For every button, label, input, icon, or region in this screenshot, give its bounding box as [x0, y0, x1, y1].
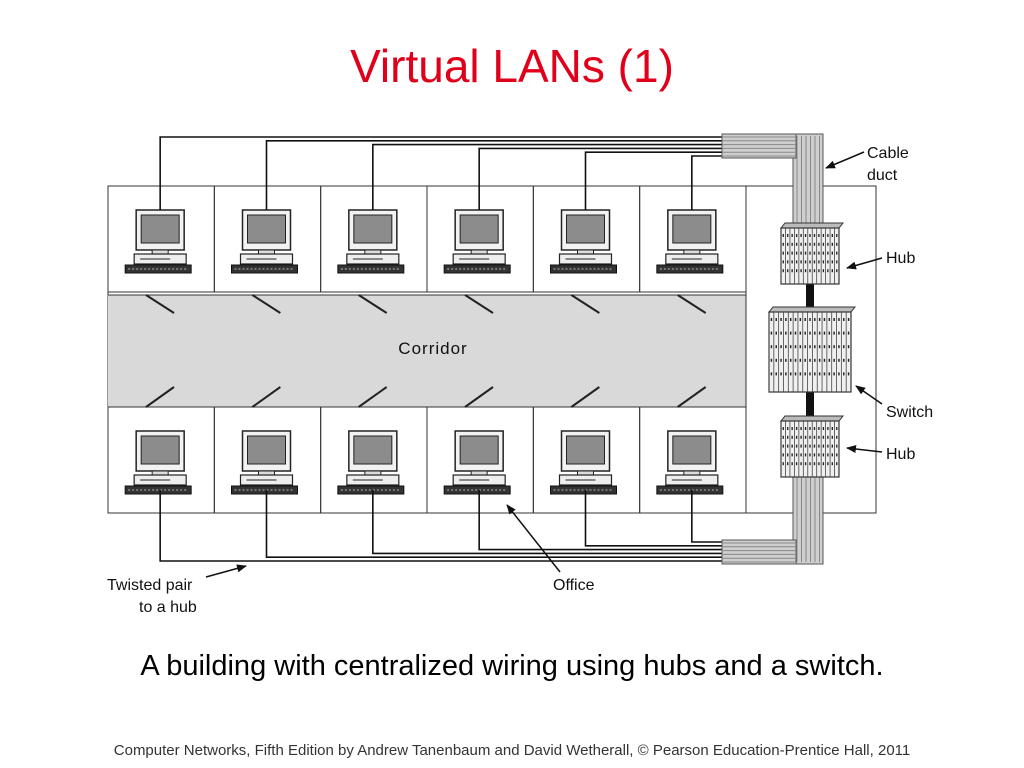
- slide-title: Virtual LANs (1): [350, 40, 674, 92]
- label-cable-duct-line1: Cable: [867, 145, 909, 162]
- label-twisted-pair-line1: Twisted pair: [107, 577, 193, 594]
- label-switch: Switch: [886, 404, 933, 421]
- callout-hub-top: Hub: [846, 250, 915, 270]
- callout-cable-duct: Cable duct: [825, 145, 909, 184]
- label-cable-duct-line2: duct: [867, 167, 898, 184]
- corridor: [108, 295, 746, 407]
- office-bottom-5: [532, 386, 641, 514]
- office-bottom-3: [320, 386, 428, 514]
- switch: [767, 306, 857, 393]
- office-bottom-6: [639, 386, 747, 514]
- slide-footer: Computer Networks, Fifth Edition by Andr…: [113, 742, 911, 759]
- slide-caption: A building with centralized wiring using…: [140, 650, 884, 682]
- office-top-1: [107, 185, 215, 314]
- callout-switch: Switch: [855, 385, 933, 421]
- office-top-2: [213, 185, 322, 314]
- label-office: Office: [553, 577, 595, 594]
- office-bottom-2: [213, 386, 322, 514]
- callout-office: Office: [506, 504, 595, 594]
- hub-top: [779, 222, 845, 285]
- hub-bottom: [779, 415, 845, 478]
- corridor-label: Corridor: [398, 339, 467, 358]
- office-top-3: [320, 185, 428, 314]
- label-twisted-pair-line2: to a hub: [139, 599, 197, 616]
- office-top-6: [639, 185, 747, 314]
- label-hub-top: Hub: [886, 250, 915, 267]
- offices: [107, 185, 747, 514]
- callout-hub-bottom: Hub: [846, 445, 915, 463]
- callout-twisted-pair: Twisted pair to a hub: [107, 564, 247, 616]
- label-hub-bottom: Hub: [886, 446, 915, 463]
- office-top-4: [426, 185, 534, 314]
